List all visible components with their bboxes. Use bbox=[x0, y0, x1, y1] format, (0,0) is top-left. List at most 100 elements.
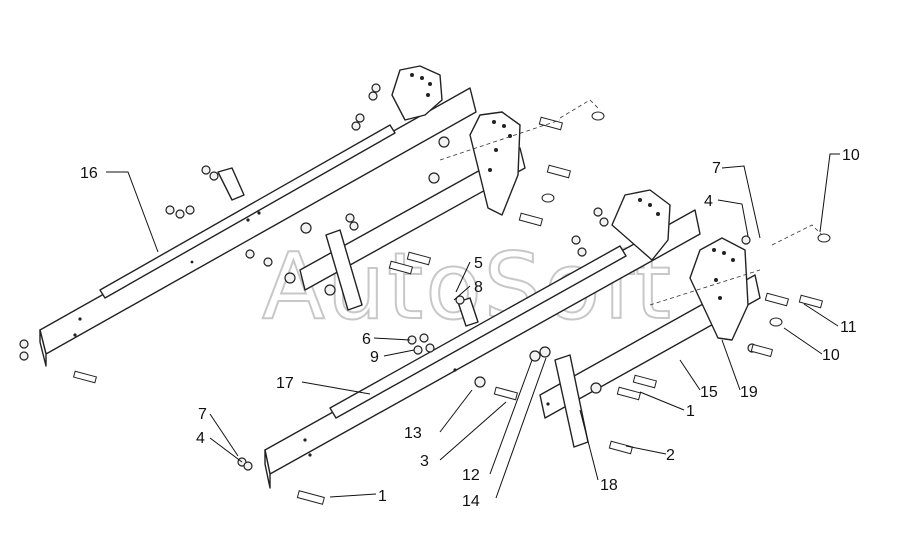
perforated-bracket-lower-1 bbox=[611, 189, 671, 261]
nut-icon bbox=[368, 91, 378, 101]
leader-19 bbox=[721, 339, 741, 391]
callout-8: 8 bbox=[474, 279, 483, 296]
bolt-icon bbox=[493, 386, 519, 401]
callout-16: 16 bbox=[80, 165, 98, 182]
alignment-line bbox=[439, 119, 561, 161]
callout-labels: 16 17 1 7 4 13 3 12 14 18 2 1 15 19 10 1… bbox=[80, 147, 860, 510]
leader-4b bbox=[209, 437, 243, 463]
nut-icon bbox=[175, 209, 185, 219]
nut-icon bbox=[185, 205, 195, 215]
bracket-hole bbox=[494, 148, 498, 152]
callout-1b: 1 bbox=[686, 403, 695, 420]
bolt-icon bbox=[546, 164, 572, 179]
bolt-icon bbox=[406, 251, 432, 266]
alignment-line bbox=[771, 224, 823, 246]
callout-12: 12 bbox=[462, 467, 480, 484]
leader-1b bbox=[639, 391, 685, 411]
callout-5: 5 bbox=[474, 255, 483, 272]
washer-icon bbox=[474, 376, 486, 388]
leader-7b bbox=[209, 413, 239, 457]
callout-2: 2 bbox=[666, 447, 675, 464]
washer-icon bbox=[539, 346, 551, 358]
nut-icon bbox=[425, 343, 435, 353]
nut-icon bbox=[201, 165, 211, 175]
leader-lines bbox=[106, 153, 840, 499]
perforated-bracket-upper-1 bbox=[391, 65, 443, 121]
bracket-hole bbox=[731, 258, 735, 262]
leader-2 bbox=[625, 445, 667, 455]
bolt-icon bbox=[72, 370, 98, 384]
nut-icon bbox=[355, 113, 365, 123]
rail-hole bbox=[308, 453, 312, 457]
bracket-hole bbox=[426, 93, 430, 97]
callout-7a: 7 bbox=[712, 160, 721, 177]
perforated-bracket-upper-2 bbox=[469, 111, 521, 216]
bolt-icon bbox=[764, 292, 790, 307]
bolt-icon bbox=[798, 294, 824, 309]
nut-icon bbox=[455, 295, 465, 305]
bracket-hole bbox=[492, 120, 496, 124]
callout-15: 15 bbox=[700, 384, 718, 401]
small-bracket-upper-left bbox=[217, 167, 245, 201]
bolt-icon bbox=[518, 212, 544, 227]
nut-icon bbox=[165, 205, 175, 215]
bracket-hole bbox=[410, 73, 414, 77]
washer-icon bbox=[284, 272, 296, 284]
leader-8 bbox=[453, 285, 471, 301]
bracket-hole bbox=[488, 168, 492, 172]
lower-right-rail-assembly bbox=[264, 209, 761, 489]
leader-10a bbox=[819, 153, 840, 233]
nut-icon bbox=[351, 121, 361, 131]
rail-16-reinforcement bbox=[99, 124, 396, 299]
bolt-icon bbox=[632, 374, 658, 389]
callout-3: 3 bbox=[420, 453, 429, 470]
nut-icon bbox=[571, 235, 581, 245]
leader-16 bbox=[106, 171, 159, 253]
nut-icon bbox=[19, 351, 29, 361]
lower-mount-brackets bbox=[457, 189, 749, 448]
bolt-icon bbox=[296, 490, 325, 505]
nut-icon bbox=[19, 339, 29, 349]
nut-icon bbox=[209, 171, 219, 181]
leader-9 bbox=[383, 349, 415, 357]
rail-hole bbox=[257, 211, 261, 215]
rail-16-upper-beam-side bbox=[39, 329, 47, 367]
rail-17-reinforcement bbox=[329, 245, 627, 419]
rail-hole bbox=[546, 402, 550, 406]
callout-19: 19 bbox=[740, 384, 758, 401]
bracket-hole bbox=[638, 198, 642, 202]
bracket-hole bbox=[428, 82, 432, 86]
nut-icon bbox=[599, 217, 609, 227]
rail-hole bbox=[73, 333, 77, 337]
rail-hole bbox=[453, 368, 457, 372]
callout-1a: 1 bbox=[378, 488, 387, 505]
nut-icon bbox=[243, 461, 253, 471]
ring-pin-icon bbox=[591, 111, 605, 121]
nut-icon bbox=[577, 247, 587, 257]
rail-hole bbox=[303, 438, 307, 442]
callout-4b: 4 bbox=[196, 430, 205, 447]
bolt-icon bbox=[750, 343, 774, 358]
bracket-hole bbox=[722, 251, 726, 255]
callout-4a: 4 bbox=[704, 193, 713, 210]
ring-pin-icon bbox=[769, 317, 783, 327]
washer-icon bbox=[590, 382, 602, 394]
leader-12 bbox=[489, 359, 533, 475]
small-bracket-center bbox=[457, 297, 479, 327]
callout-6: 6 bbox=[362, 331, 371, 348]
nut-icon bbox=[345, 213, 355, 223]
alignment-line bbox=[559, 99, 601, 119]
washer-icon bbox=[529, 350, 541, 362]
leader-6 bbox=[373, 337, 411, 341]
rail-hole bbox=[190, 260, 194, 264]
bracket-hole bbox=[648, 203, 652, 207]
callout-9: 9 bbox=[370, 349, 379, 366]
leader-4a bbox=[717, 199, 749, 237]
washer-icon bbox=[300, 222, 312, 234]
small-bracket-mid-left bbox=[325, 229, 363, 311]
bracket-hole bbox=[712, 248, 716, 252]
fasteners bbox=[19, 83, 831, 505]
nut-icon bbox=[371, 83, 381, 93]
washer-icon bbox=[438, 136, 450, 148]
nut-icon bbox=[263, 257, 273, 267]
